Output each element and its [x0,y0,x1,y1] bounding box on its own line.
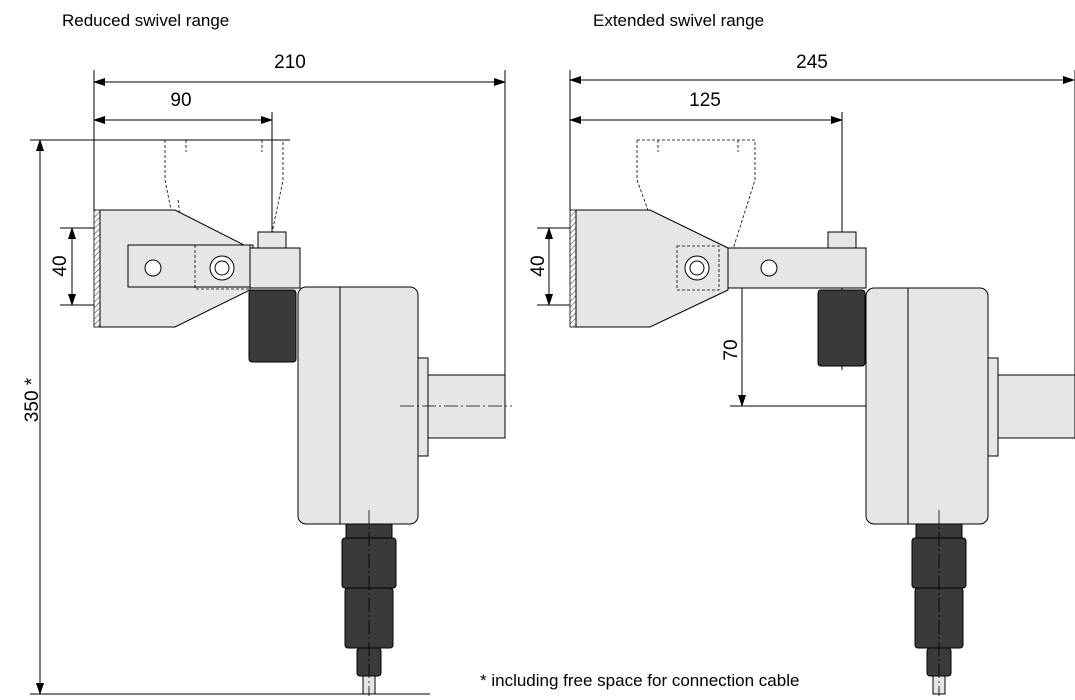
dim-90-label: 90 [170,90,191,111]
dim-70-label: 70 [721,339,742,360]
dim-40-right-label: 40 [528,255,549,276]
title-extended-swivel: Extended swivel range [593,11,764,30]
dim-210-label: 210 [274,52,306,73]
left-view: 210 90 350 * 40 [22,52,512,696]
right-view: 245 125 40 70 [528,52,1075,696]
dim-40-left-label: 40 [50,255,71,276]
dim-245-label: 245 [796,52,828,73]
dim-350-label: 350 * [22,377,43,422]
footnote: * including free space for connection ca… [480,671,799,690]
title-reduced-swivel: Reduced swivel range [62,11,229,30]
dim-125-label: 125 [689,90,721,111]
